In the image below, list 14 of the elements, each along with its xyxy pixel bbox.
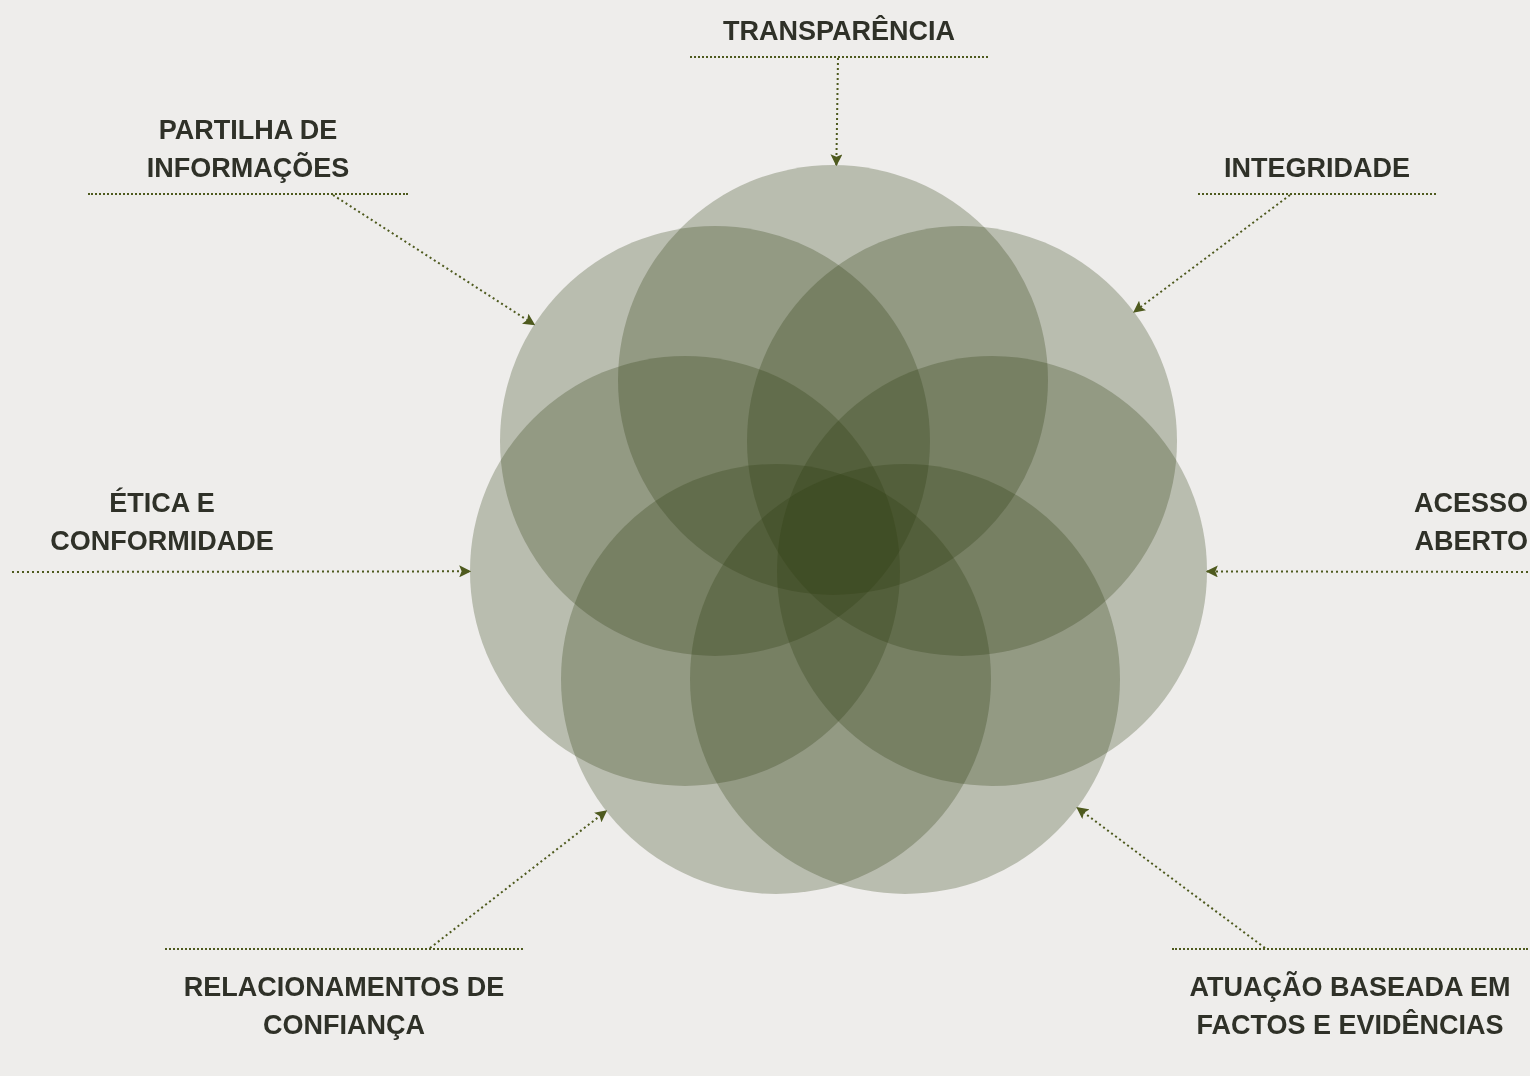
leader-arrow (11, 565, 472, 578)
value-label: RELACIONAMENTOS DE CONFIANÇA (165, 948, 523, 1040)
leader-arrow (1076, 806, 1266, 949)
value-label: ACESSO ABERTO (1360, 484, 1528, 572)
leader-arrow (1205, 565, 1529, 578)
leader-arrow (830, 57, 843, 167)
leader-arrow (429, 809, 608, 949)
value-label: INTEGRIDADE (1198, 148, 1436, 195)
value-label: ÉTICA E CONFORMIDADE (12, 484, 312, 572)
leader-arrow (1133, 194, 1291, 313)
leader-arrow (332, 194, 536, 326)
value-label: PARTILHA DE INFORMAÇÕES (88, 108, 408, 195)
value-label: TRANSPARÊNCIA (690, 12, 988, 58)
value-label: ATUAÇÃO BASEADA EM FACTOS E EVIDÊNCIAS (1172, 948, 1528, 1076)
